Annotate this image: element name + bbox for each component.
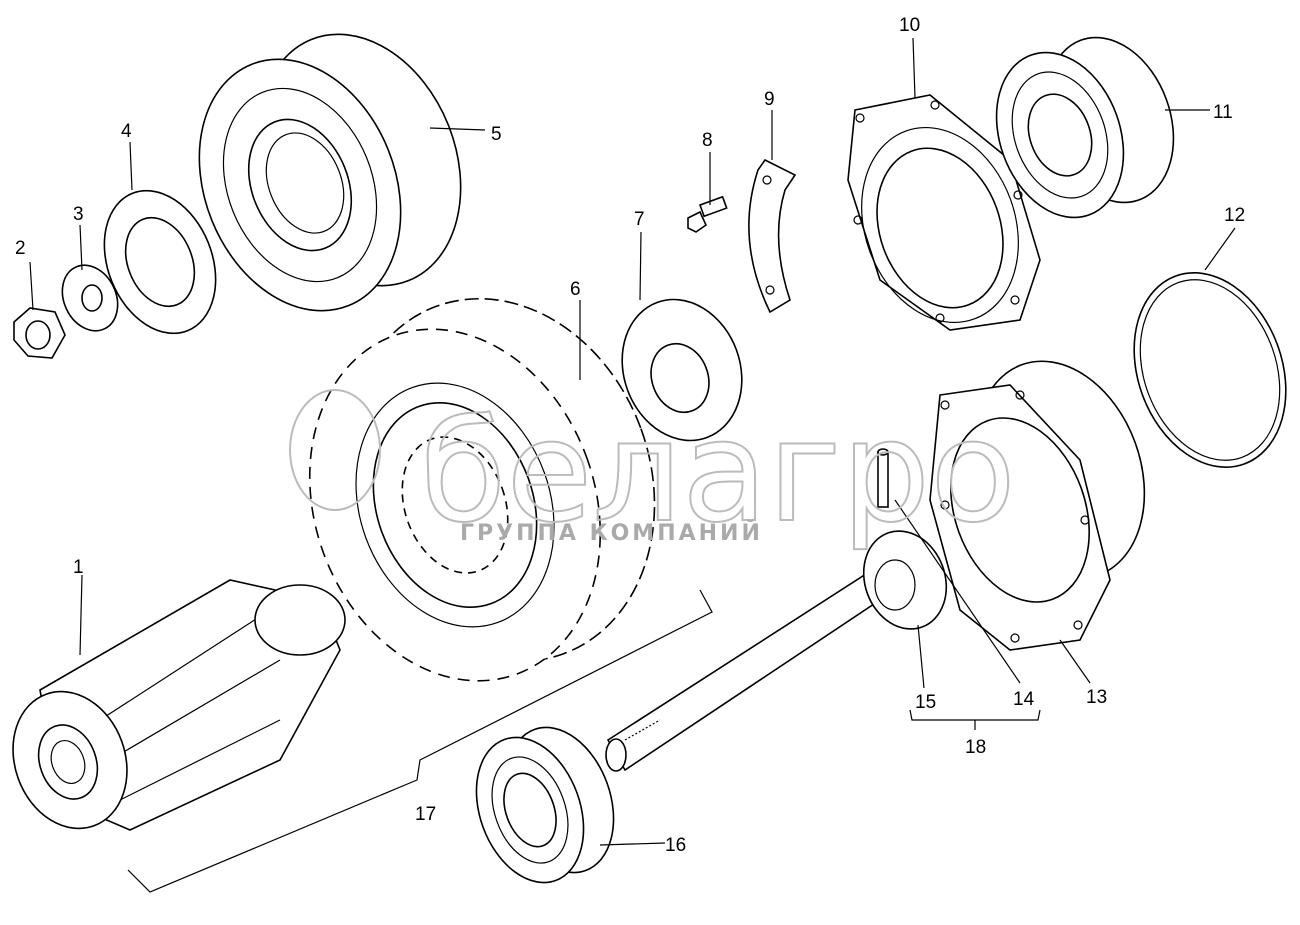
part-thrust-washer (621, 298, 743, 442)
label-4: 4 (121, 121, 132, 142)
callout-labels: 1 2 3 4 5 6 7 8 9 10 11 12 13 14 15 16 1… (15, 15, 1245, 856)
part-pin (877, 448, 889, 508)
label-18: 18 (965, 737, 986, 758)
part-long-shaft (605, 530, 948, 772)
part-housing (929, 360, 1146, 651)
part-washer (103, 189, 217, 335)
label-16: 16 (665, 835, 686, 856)
part-pinion-shaft (12, 579, 346, 831)
label-6: 6 (570, 279, 581, 300)
label-7: 7 (634, 209, 645, 230)
label-12: 12 (1224, 205, 1245, 226)
label-11: 11 (1213, 102, 1233, 123)
part-bearing-small (475, 726, 615, 884)
watermark: белагро ГРУППА КОМПАНИЙ (289, 389, 1017, 555)
label-2: 2 (15, 238, 26, 259)
label-8: 8 (702, 130, 713, 151)
label-13: 13 (1086, 687, 1107, 708)
part-nut (13, 307, 66, 359)
watermark-subtitle: ГРУППА КОМПАНИЙ (460, 520, 763, 546)
part-gear (308, 297, 656, 682)
part-lock-washer (61, 264, 119, 332)
label-15: 15 (915, 692, 936, 713)
part-bearing-right (995, 36, 1175, 219)
part-lock-plate (748, 158, 797, 314)
label-14: 14 (1013, 689, 1035, 710)
watermark-brand: белагро (420, 391, 1016, 554)
label-9: 9 (764, 89, 775, 110)
label-3: 3 (73, 204, 84, 225)
label-10: 10 (899, 15, 920, 36)
part-flange-cover (847, 94, 1041, 331)
part-snap-ring (1133, 272, 1287, 468)
part-bolt (687, 195, 728, 233)
part-bearing-large (198, 33, 462, 312)
leader-lines (29, 37, 1236, 893)
label-1: 1 (73, 557, 84, 578)
label-5: 5 (491, 124, 502, 145)
label-17: 17 (415, 804, 436, 825)
